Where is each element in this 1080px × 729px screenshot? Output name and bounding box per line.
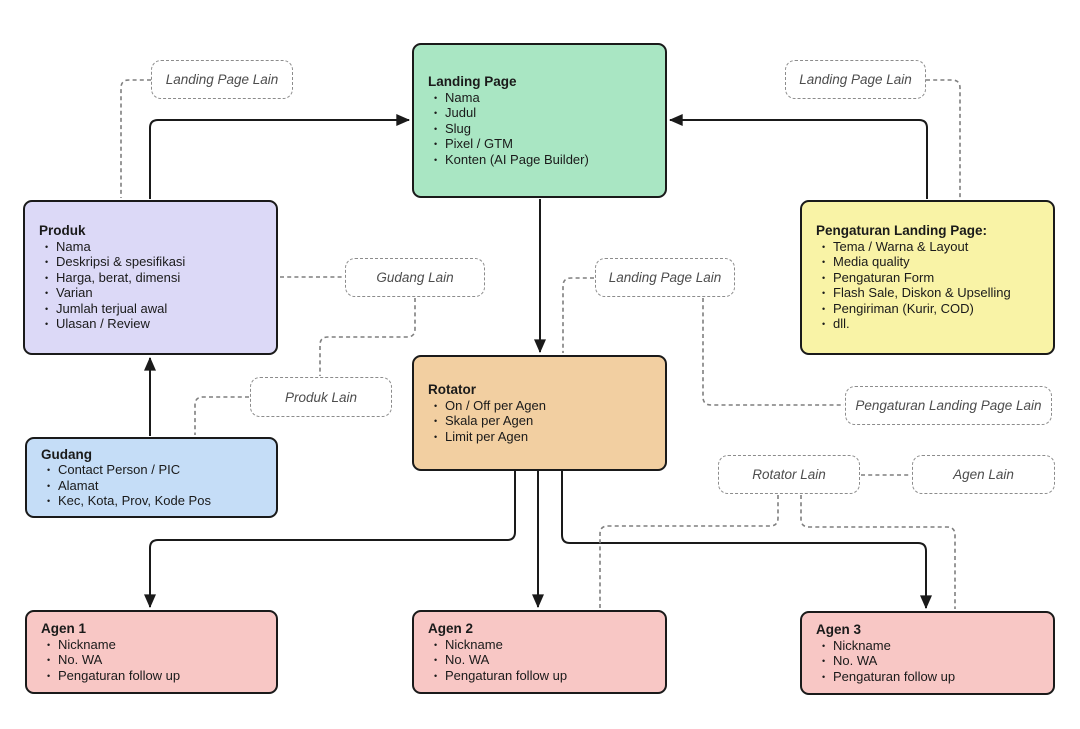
- node-title: Agen 3: [816, 622, 862, 637]
- link-landing-page-lain-center-to-rotator: [562, 277, 594, 353]
- node-item: Jumlah terjual awal: [39, 301, 268, 317]
- node-item: Pengaturan follow up: [428, 668, 657, 684]
- ghost-node-gudang-lain: Gudang Lain: [345, 258, 485, 297]
- node-rotator: Rotator On / Off per AgenSkala per AgenL…: [412, 355, 667, 471]
- node-item: No. WA: [428, 652, 657, 668]
- node-item: Pengiriman (Kurir, COD): [816, 301, 1045, 317]
- node-item: Konten (AI Page Builder): [428, 152, 657, 168]
- node-item: Contact Person / PIC: [41, 462, 268, 478]
- node-item: No. WA: [41, 652, 268, 668]
- node-item: Varian: [39, 285, 268, 301]
- link-landing-page-lain-center-to-pengaturan-lain: [702, 298, 844, 406]
- node-item: Skala per Agen: [428, 413, 657, 429]
- node-item-list: NamaJudulSlugPixel / GTMKonten (AI Page …: [428, 90, 657, 168]
- arrow-rotator-to-agen-3: [561, 471, 932, 610]
- node-landing-page: Landing Page NamaJudulSlugPixel / GTMKon…: [412, 43, 667, 198]
- node-item: Pixel / GTM: [428, 136, 657, 152]
- node-item: Tema / Warna & Layout: [816, 239, 1045, 255]
- node-item: Media quality: [816, 254, 1045, 270]
- link-landing-page-lain-tl-to-produk: [120, 79, 151, 198]
- node-item: On / Off per Agen: [428, 398, 657, 414]
- node-item: Kec, Kota, Prov, Kode Pos: [41, 493, 268, 509]
- node-item: Deskripsi & spesifikasi: [39, 254, 268, 270]
- node-title: Agen 1: [41, 621, 87, 636]
- link-rotator-lain-to-agen-3: [800, 495, 956, 609]
- arrow-rotator-to-agen-1: [144, 471, 516, 609]
- node-agen-3: Agen 3 NicknameNo. WAPengaturan follow u…: [800, 611, 1055, 695]
- node-item: Judul: [428, 105, 657, 121]
- node-item: No. WA: [816, 653, 1045, 669]
- node-title: Gudang: [41, 446, 92, 462]
- node-item-list: NicknameNo. WAPengaturan follow up: [428, 637, 657, 684]
- node-item: Pengaturan follow up: [816, 669, 1045, 685]
- node-item: Limit per Agen: [428, 429, 657, 445]
- node-item: Pengaturan follow up: [41, 668, 268, 684]
- node-item-list: NicknameNo. WAPengaturan follow up: [41, 637, 268, 684]
- node-pengaturan-landing-page: Pengaturan Landing Page: Tema / Warna & …: [800, 200, 1055, 355]
- ghost-node-landing-page-lain-center: Landing Page Lain: [595, 258, 735, 297]
- node-item-list: NicknameNo. WAPengaturan follow up: [816, 638, 1045, 685]
- arrow-produk-to-landing-page: [149, 114, 411, 199]
- ghost-node-agen-lain: Agen Lain: [912, 455, 1055, 494]
- link-landing-page-lain-tr-to-pengaturan: [926, 79, 961, 198]
- node-title: Rotator: [428, 382, 476, 397]
- node-item: Harga, berat, dimensi: [39, 270, 268, 286]
- node-agen-1: Agen 1 NicknameNo. WAPengaturan follow u…: [25, 610, 278, 694]
- ghost-node-produk-lain: Produk Lain: [250, 377, 392, 417]
- node-item: Nickname: [428, 637, 657, 653]
- node-item: Alamat: [41, 478, 268, 494]
- ghost-node-rotator-lain: Rotator Lain: [718, 455, 860, 494]
- node-title: Produk: [39, 223, 86, 239]
- node-item-list: On / Off per AgenSkala per AgenLimit per…: [428, 398, 657, 445]
- node-item: Pengaturan Form: [816, 270, 1045, 286]
- node-item: Nama: [428, 90, 657, 106]
- ghost-node-landing-page-lain-top-right: Landing Page Lain: [785, 60, 926, 99]
- node-produk: Produk NamaDeskripsi & spesifikasiHarga,…: [23, 200, 278, 355]
- arrow-pengaturan-to-landing-page: [668, 114, 928, 199]
- node-item: Ulasan / Review: [39, 316, 268, 332]
- node-item: Nickname: [41, 637, 268, 653]
- link-gudang-lain-to-produk-lain: [319, 298, 416, 376]
- node-title: Landing Page: [428, 74, 517, 89]
- node-item: Nama: [39, 239, 268, 255]
- ghost-node-pengaturan-landing-page-lain: Pengaturan Landing Page Lain: [845, 386, 1052, 425]
- node-agen-2: Agen 2 NicknameNo. WAPengaturan follow u…: [412, 610, 667, 694]
- node-item: Flash Sale, Diskon & Upselling: [816, 285, 1045, 301]
- node-title: Agen 2: [428, 621, 474, 636]
- node-item-list: Tema / Warna & LayoutMedia qualityPengat…: [816, 239, 1045, 332]
- node-gudang: Gudang Contact Person / PICAlamatKec, Ko…: [25, 437, 278, 518]
- link-produk-lain-to-gudang: [194, 396, 249, 435]
- node-item: dll.: [816, 316, 1045, 332]
- node-item-list: NamaDeskripsi & spesifikasiHarga, berat,…: [39, 239, 268, 332]
- node-item-list: Contact Person / PICAlamatKec, Kota, Pro…: [41, 462, 268, 509]
- node-item: Slug: [428, 121, 657, 137]
- node-title: Pengaturan Landing Page:: [816, 223, 988, 239]
- node-item: Nickname: [816, 638, 1045, 654]
- link-rotator-lain-to-agen-2: [599, 495, 779, 608]
- ghost-node-landing-page-lain-top-left: Landing Page Lain: [151, 60, 293, 99]
